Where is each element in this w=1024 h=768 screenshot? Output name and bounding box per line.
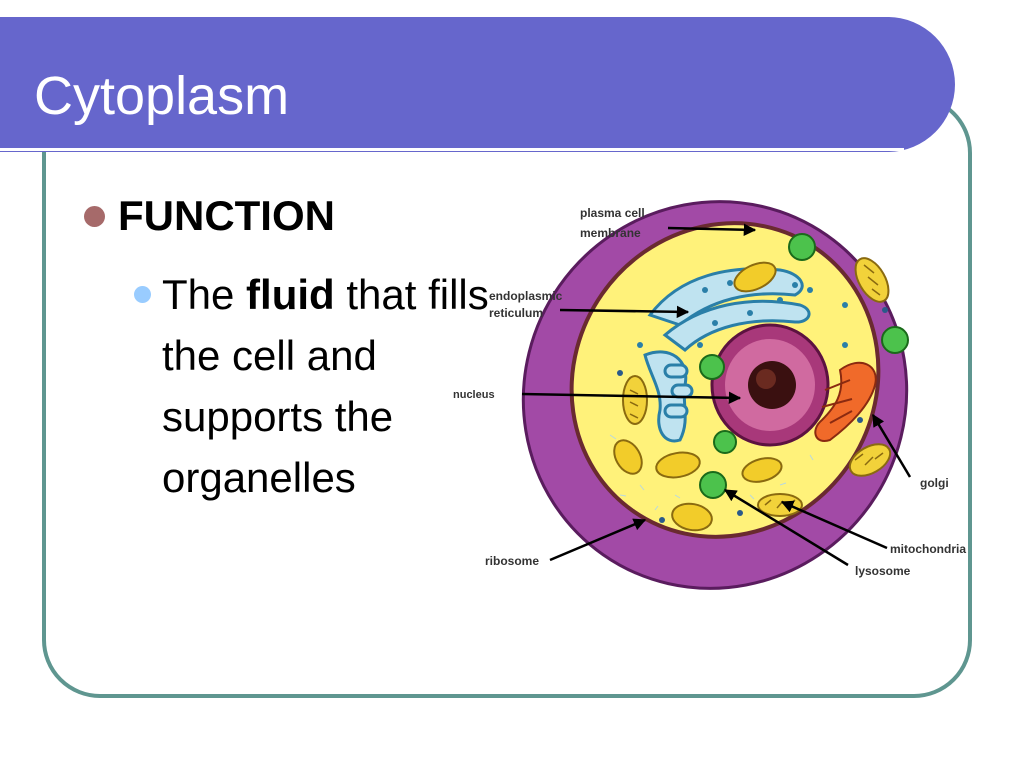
label-er-line2: reticulum [489,306,543,320]
label-mitochondria: mitochondria [890,542,966,556]
title-underline [0,148,904,151]
bullet-dot-icon [84,206,105,227]
label-plasma-membrane-line1: plasma cell [580,206,645,220]
bullet-function-text: FUNCTION [118,192,335,239]
label-lysosome: lysosome [855,564,911,578]
bullet-description-text: The fluid that fills the cell and suppor… [162,264,492,508]
label-plasma-membrane-line2: membrane [580,226,641,240]
er-ribosome-dots [637,277,848,348]
slide-title: Cytoplasm [34,66,290,126]
label-nucleus: nucleus [453,389,495,401]
label-er-line1: endoplasmic [489,289,563,303]
mitochondria-cristae [629,264,884,509]
golgi-shape [814,361,877,442]
sub-bullet-dot-icon [134,286,151,303]
animal-cell-diagram: plasma cell membrane endoplasmic reticul… [453,200,966,590]
title-bar: Cytoplasm [0,17,955,152]
label-ribosome: ribosome [485,554,539,568]
nucleus-shape [710,323,830,447]
lysosome-shapes [699,233,909,499]
label-golgi: golgi [920,476,949,490]
description-text-start: The [162,271,247,318]
label-pointers [521,223,912,567]
ribosome-dots [617,307,888,523]
description-text-end: that fills the cell and supports the org… [162,271,489,501]
description-bold-word: fluid [246,271,335,318]
vacuole-shapes [613,261,783,532]
mitochondria-shapes [622,257,892,517]
